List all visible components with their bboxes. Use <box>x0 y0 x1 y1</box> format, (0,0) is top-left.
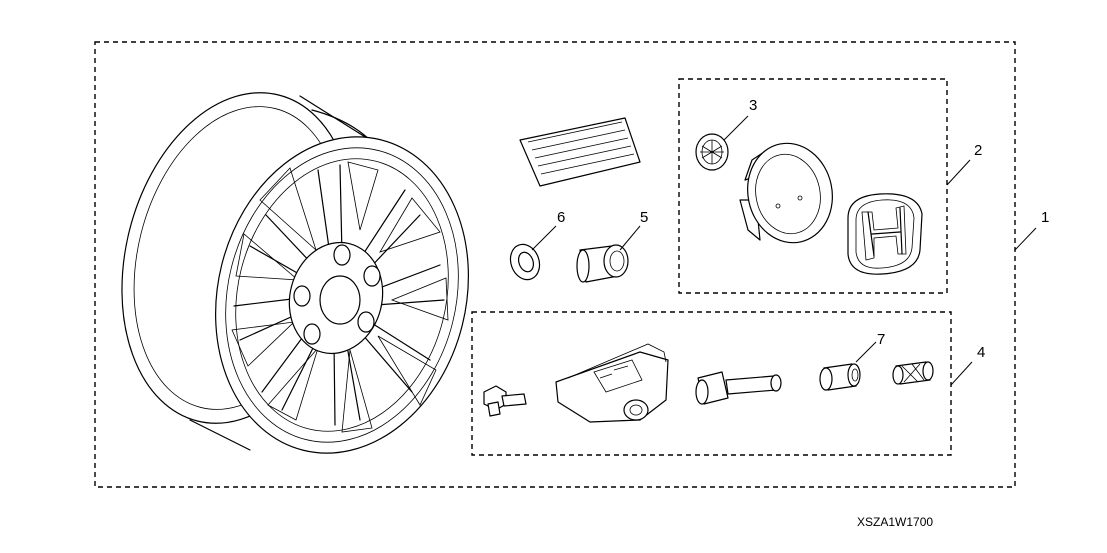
valve-nut[interactable] <box>483 385 527 417</box>
leader-6 <box>531 225 557 251</box>
leader-2 <box>946 159 971 186</box>
tpms-sensor[interactable] <box>555 343 669 423</box>
kit-boundary <box>94 41 1016 488</box>
sleeve[interactable] <box>576 244 629 283</box>
leader-5 <box>619 225 641 251</box>
callout-7: 7 <box>877 331 885 348</box>
alloy-wheel[interactable] <box>89 68 501 480</box>
grommet[interactable] <box>819 363 861 391</box>
callout-4: 4 <box>977 344 985 361</box>
callout-5: 5 <box>640 209 648 226</box>
valve-cap[interactable] <box>892 361 934 385</box>
leader-7 <box>855 341 877 363</box>
diagram-code: XSZA1W1700 <box>857 515 933 529</box>
leader-3 <box>723 115 749 141</box>
washer[interactable] <box>506 240 545 283</box>
information-label[interactable] <box>519 117 641 187</box>
callout-6: 6 <box>557 209 565 226</box>
callout-3: 3 <box>749 97 757 114</box>
leader-4 <box>950 361 973 386</box>
center-cap-group-boundary <box>678 78 948 294</box>
valve-stem[interactable] <box>695 371 782 405</box>
callout-1: 1 <box>1041 209 1049 226</box>
center-cap[interactable] <box>739 135 842 250</box>
tpms-group-boundary <box>471 311 952 456</box>
small-cap[interactable] <box>695 133 729 171</box>
emblem[interactable] <box>847 193 923 275</box>
leader-1 <box>1014 227 1037 251</box>
callout-2: 2 <box>974 142 982 159</box>
